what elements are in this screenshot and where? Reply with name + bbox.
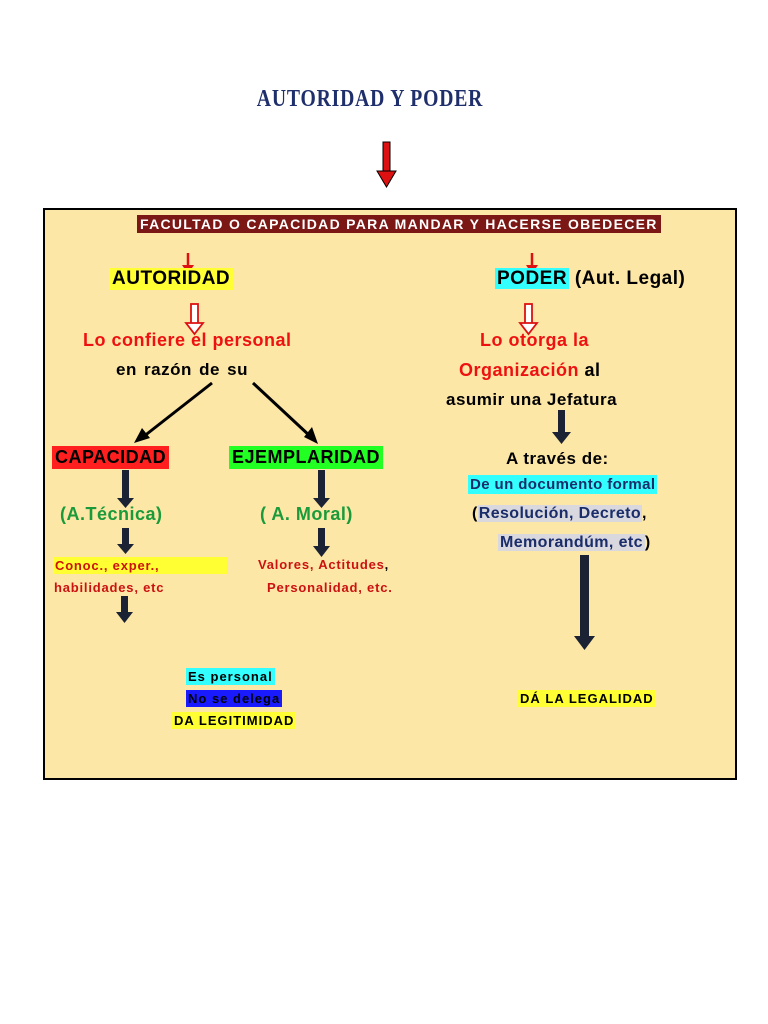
poder-line2-red: Organización — [459, 360, 580, 380]
poder-line2-black: al — [579, 360, 601, 380]
poder-heading: PODER — [495, 268, 570, 289]
autoridad-heading: AUTORIDAD — [109, 268, 234, 290]
diagram-panel — [43, 208, 737, 780]
doc-types-line2: Memorandúm, etc) — [498, 534, 651, 552]
definition-banner: FACULTAD O CAPACIDAD PARA MANDAR Y HACER… — [137, 215, 661, 233]
tecnica-label: (A.Técnica) — [60, 504, 163, 524]
page-title: AUTORIDAD Y PODER — [256, 86, 484, 112]
ejemplaridad-detail1-comma: , — [384, 557, 390, 572]
documento-formal: De un documento formal — [468, 475, 658, 494]
doc-types-text2: Memorandúm, etc — [498, 534, 645, 551]
ejemplaridad-detail1: Valores, Actitudes, — [258, 557, 389, 572]
poder-heading-suffix: (Aut. Legal) — [569, 268, 686, 289]
poder-line3: asumir una Jefatura — [446, 390, 618, 409]
ejemplaridad-detail2: Personalidad, etc. — [267, 580, 393, 595]
autoridad-line2: en razón de su — [116, 360, 249, 379]
result-legitimidad: DA LEGITIMIDAD — [172, 712, 297, 729]
ejemplaridad-label: EJEMPLARIDAD — [229, 446, 384, 469]
doc-types-paren-close: ) — [644, 534, 651, 551]
doc-types-paren-open: ( — [472, 505, 478, 522]
a-traves-de: A través de: — [506, 449, 609, 468]
autoridad-line1: Lo confiere el personal — [83, 330, 292, 350]
moral-label: ( A. Moral) — [260, 504, 353, 524]
poder-heading-row: PODER (Aut. Legal) — [495, 268, 685, 290]
result-es-personal: Es personal — [186, 668, 275, 685]
result-legalidad: DÁ LA LEGALIDAD — [518, 690, 656, 707]
doc-types-line1: (Resolución, Decreto, — [472, 505, 647, 523]
poder-line1: Lo otorga la — [480, 330, 589, 350]
ejemplaridad-detail1-text: Valores, Actitudes — [258, 557, 385, 572]
doc-types-comma: , — [642, 505, 647, 522]
capacidad-label: CAPACIDAD — [52, 446, 170, 469]
poder-line2: Organización al — [459, 360, 601, 381]
title-arrow-icon — [376, 141, 397, 188]
doc-types-text1: Resolución, Decreto — [477, 505, 643, 522]
capacidad-detail2: habilidades, etc — [54, 580, 165, 595]
capacidad-detail1: Conoc., exper., — [53, 557, 227, 574]
result-no-se-delega: No se delega — [186, 690, 283, 707]
